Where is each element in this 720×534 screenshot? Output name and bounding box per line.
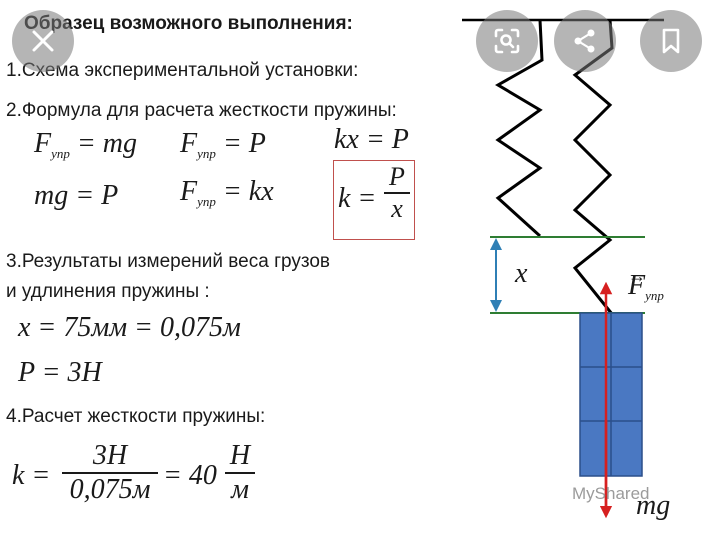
formula-f2-lhs: F [180,128,198,159]
k-formula-den: x [391,193,403,223]
item-results-line1: 3.Результаты измерений веса грузов [6,251,331,272]
item-calc: 4.Расчет жесткости пружины: [6,406,266,427]
k-formula-fraction: P x [384,162,410,224]
diagram-force-label: →Fупр [628,266,664,304]
calc-den: 0,075м [69,473,151,505]
formula-f5-sub: упр [197,194,216,209]
heading: Образец возможного выполнения: [24,13,353,34]
formula-f4: mg = P [34,180,119,211]
diagram-x-label: x [515,258,528,289]
bookmark-button[interactable] [640,10,702,72]
formula-f3: kx = P [334,124,409,155]
force-letter: →F [628,266,646,301]
formula-f2-sub: упр [197,146,216,161]
calc-unit-den: м [231,473,249,505]
formula-f2-rhs: = P [215,128,266,159]
calc-unit-fraction: H м [225,440,255,506]
formula-f1-sub: упр [51,146,70,161]
formula-f5-lhs: F [180,176,198,207]
k-formula-lhs: k = [338,183,377,214]
calc-bar [62,472,158,474]
formula-f5: Fупр = kx [180,176,274,210]
calc-fraction: 3H 0,075м [62,440,158,506]
watermark: MyShared [572,484,650,503]
k-formula-bar [384,192,410,194]
calc-unit-bar [225,472,255,474]
spring-unloaded [495,19,544,238]
formula-f5-rhs: = kx [215,176,274,207]
formula-f2: Fупр = P [180,128,266,162]
diagram-mg-label: mg [636,490,671,521]
measurement-x: x = 75мм = 0,075м [18,312,241,343]
item-formula: 2.Формула для расчета жесткости пружины: [6,100,397,121]
formula-f1-rhs: = mg [69,128,138,159]
force-letter-text: F [628,270,646,301]
item-results-line2: и удлинения пружины : [6,281,210,302]
item-scheme: 1.Схема экспериментальной установки: [6,60,359,81]
close-button[interactable] [12,10,74,72]
vector-arrow-icon: → [628,266,646,286]
formula-f1: Fупр = mg [34,128,137,162]
share-button[interactable] [554,10,616,72]
calc-lhs: k = [12,460,51,491]
lens-button[interactable] [476,10,538,72]
formula-f1-lhs: F [34,128,52,159]
lens-icon [494,28,520,54]
calc-num: 3H [92,440,128,471]
calc-mid: = 40 [163,460,217,491]
bookmark-icon [662,28,680,54]
close-icon [32,30,54,52]
share-icon [574,29,595,53]
k-formula-box [333,160,415,240]
k-formula-num: P [389,162,405,191]
force-sub: упр [645,288,664,303]
measurement-p: P = 3H [18,357,102,388]
calc-unit-num: H [229,440,251,471]
